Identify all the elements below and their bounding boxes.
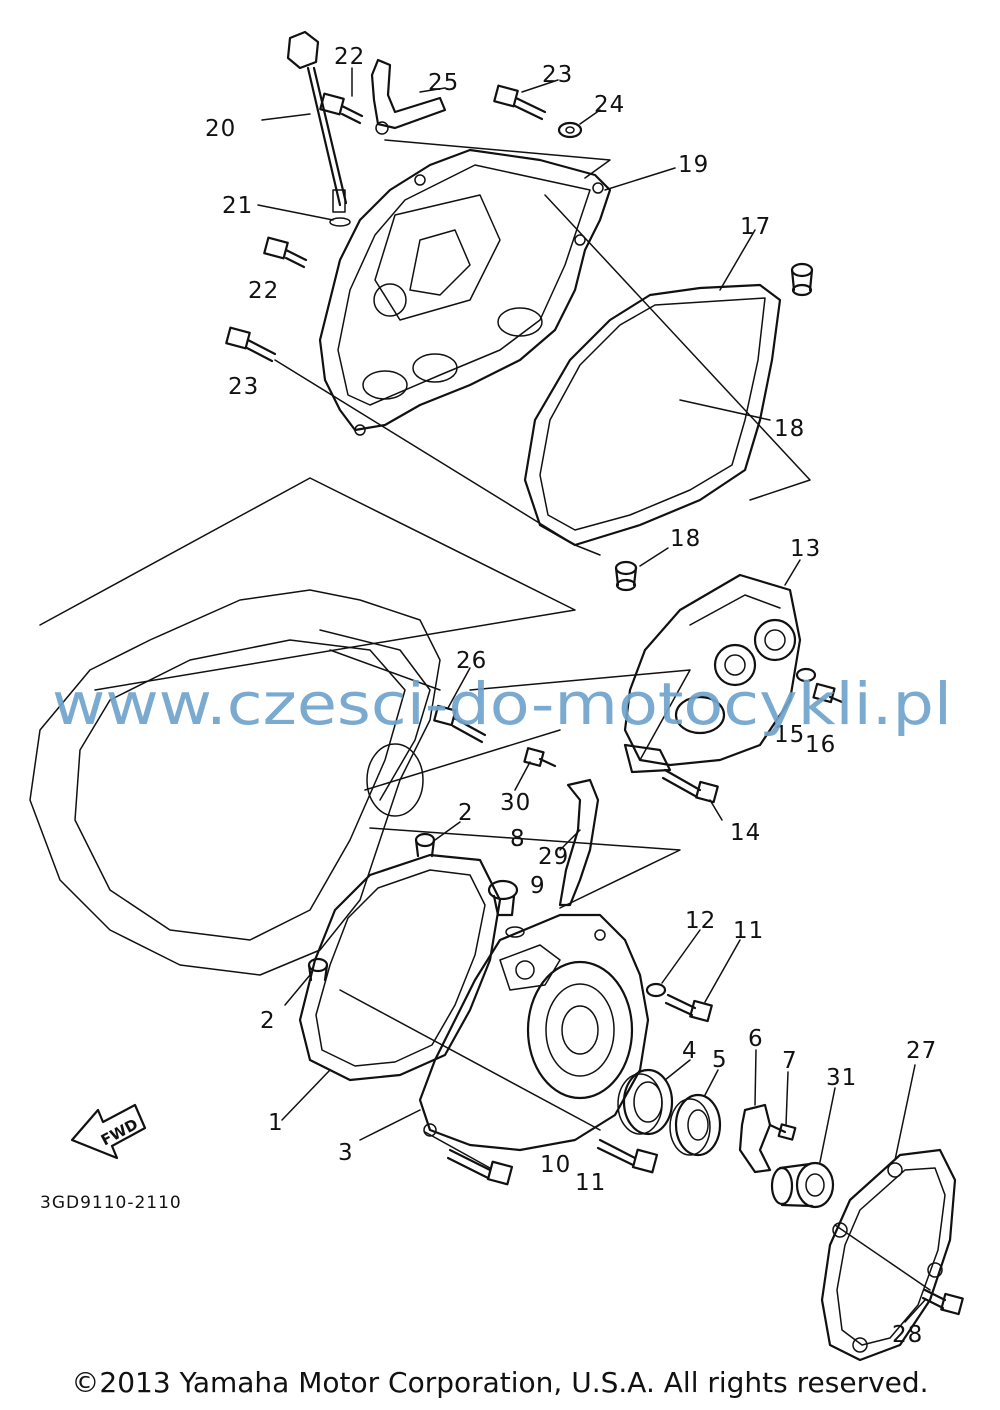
callout-11a: 11 bbox=[733, 918, 764, 944]
crankcase bbox=[29, 589, 441, 976]
callout-28: 28 bbox=[892, 1322, 923, 1348]
bolt-11-upper bbox=[664, 993, 713, 1023]
callout-27: 27 bbox=[906, 1038, 937, 1064]
bolt-11-lower bbox=[596, 1138, 659, 1174]
bolt-26 bbox=[433, 704, 487, 744]
bracket-25 bbox=[370, 58, 447, 135]
bolt-23-lower bbox=[225, 326, 277, 363]
gasket-17 bbox=[523, 283, 782, 547]
guide-29 bbox=[558, 778, 600, 907]
callout-16: 16 bbox=[805, 732, 836, 758]
callout-4: 4 bbox=[682, 1038, 698, 1064]
callout-26: 26 bbox=[456, 648, 487, 674]
callout-23a: 23 bbox=[542, 62, 573, 88]
callout-13: 13 bbox=[790, 536, 821, 562]
callout-labels: 1 2 2 3 4 5 6 7 8 9 10 11 11 12 13 14 15… bbox=[205, 44, 937, 1348]
alignment-lines-upper bbox=[39, 139, 811, 691]
callout-2b: 2 bbox=[260, 1008, 276, 1034]
callout-8: 8 bbox=[510, 826, 526, 852]
callout-10: 10 bbox=[540, 1152, 571, 1178]
callout-11b: 11 bbox=[575, 1170, 606, 1196]
callout-2a: 2 bbox=[458, 800, 474, 826]
dipstick-20 bbox=[286, 30, 348, 213]
bolt-22-lower bbox=[263, 236, 308, 269]
callout-30: 30 bbox=[500, 790, 531, 816]
bolt-10 bbox=[446, 1148, 514, 1186]
crankcase-cover-19 bbox=[318, 148, 612, 436]
callout-29: 29 bbox=[538, 844, 569, 870]
washer-15 bbox=[795, 667, 817, 683]
washer-12 bbox=[645, 982, 667, 998]
callout-7: 7 bbox=[782, 1048, 798, 1074]
callout-14: 14 bbox=[730, 820, 761, 846]
sprocket-cover-13 bbox=[623, 573, 802, 774]
callout-22b: 22 bbox=[248, 278, 279, 304]
oil-seal-5 bbox=[669, 1093, 722, 1157]
callout-18b: 18 bbox=[670, 526, 701, 552]
o-ring-9 bbox=[505, 926, 525, 938]
watermark: www.czesci-do-motocykli.pl bbox=[52, 670, 952, 738]
fwd-arrow: FWD bbox=[70, 1103, 147, 1160]
bolt-22-upper bbox=[319, 92, 364, 125]
bearing-4 bbox=[617, 1068, 674, 1136]
bolt-23-upper bbox=[493, 84, 547, 121]
cover-27 bbox=[820, 1148, 957, 1362]
bush-31 bbox=[770, 1161, 835, 1209]
callout-31: 31 bbox=[826, 1065, 857, 1091]
callout-3: 3 bbox=[338, 1140, 354, 1166]
callout-18a: 18 bbox=[774, 416, 805, 442]
filler-cap-8 bbox=[487, 879, 519, 917]
copyright-notice: ©2013 Yamaha Motor Corporation, U.S.A. A… bbox=[71, 1366, 929, 1399]
generator-cover-3 bbox=[418, 913, 650, 1152]
callout-24: 24 bbox=[594, 92, 625, 118]
o-ring-21 bbox=[329, 217, 351, 227]
callout-17: 17 bbox=[740, 214, 771, 240]
alignment-lines-lower bbox=[339, 669, 931, 1291]
callout-19: 19 bbox=[678, 152, 709, 178]
gasket-1 bbox=[298, 853, 502, 1082]
callout-23b: 23 bbox=[228, 374, 259, 400]
callout-6: 6 bbox=[748, 1026, 764, 1052]
bolt-28 bbox=[921, 1288, 964, 1316]
callout-1: 1 bbox=[268, 1110, 284, 1136]
callout-leaders bbox=[257, 67, 926, 1323]
part-code: 3GD9110-2110 bbox=[40, 1193, 182, 1213]
screw-7 bbox=[768, 1123, 797, 1141]
dowel-pin-2-lower bbox=[307, 957, 329, 982]
callout-20: 20 bbox=[205, 116, 236, 142]
bolt-16 bbox=[812, 682, 844, 704]
callout-15: 15 bbox=[774, 722, 805, 748]
washer-24 bbox=[557, 121, 583, 139]
callout-5: 5 bbox=[712, 1047, 728, 1073]
callout-12: 12 bbox=[685, 908, 716, 934]
dowel-pin-18-upper bbox=[790, 262, 814, 297]
plate-6 bbox=[738, 1103, 772, 1174]
callout-22a: 22 bbox=[334, 44, 365, 70]
dowel-pin-2-upper bbox=[414, 832, 436, 858]
bolt-30 bbox=[523, 747, 557, 768]
callout-21: 21 bbox=[222, 193, 253, 219]
dowel-pin-18-lower bbox=[614, 560, 638, 592]
bolt-14 bbox=[661, 768, 719, 804]
callout-9: 9 bbox=[530, 873, 546, 899]
callout-25: 25 bbox=[428, 70, 459, 96]
